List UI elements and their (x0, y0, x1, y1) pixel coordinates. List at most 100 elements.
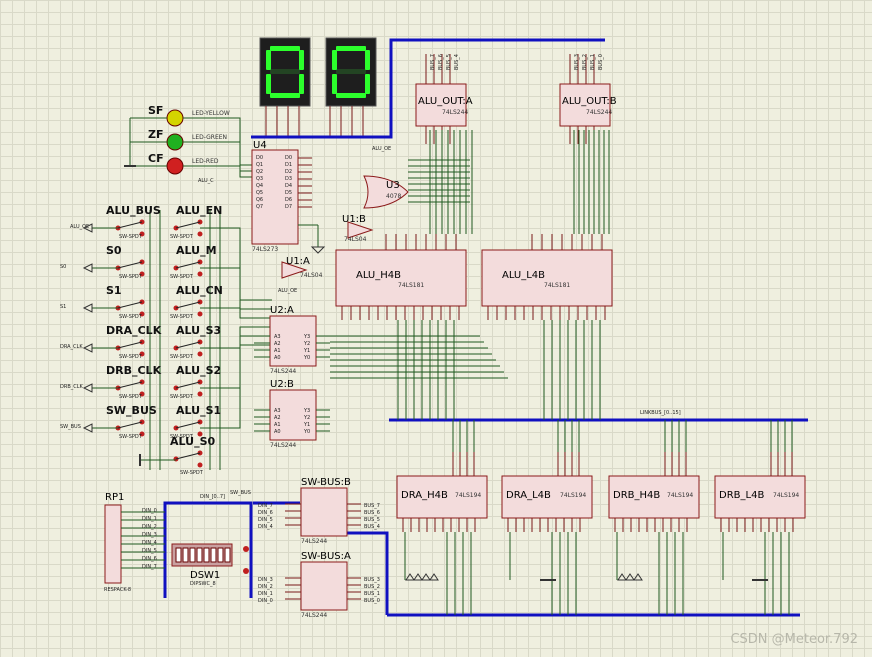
din-pin: DIN_4 (142, 540, 157, 546)
switch-type: SW-SPDT (119, 354, 142, 360)
chip-u3-type: 4078 (386, 193, 402, 200)
switch-2-signal: S1 (60, 304, 67, 310)
led-type: LED-YELLOW (192, 110, 230, 117)
switch-5-signal: SW_BUS (60, 424, 81, 430)
chip-rp1-type: RESPACK-8 (104, 587, 132, 593)
u2b-pin: A2 (274, 415, 281, 421)
segment (332, 74, 337, 94)
switch-contact (139, 231, 145, 237)
u4-pin: D4 (285, 183, 293, 189)
watermark: CSDN @Meteor.792 (730, 632, 858, 647)
chip-u4-type: 74LS273 (252, 246, 279, 253)
chip-u2b-type: 74LS244 (270, 442, 297, 449)
dip-contact (243, 546, 249, 552)
u4-pin: Q3 (256, 176, 264, 182)
u2a-pin: A3 (274, 334, 281, 340)
net-arrow-icon (617, 573, 627, 581)
switch-lever (117, 301, 143, 309)
chip-aluH-name: ALU_H4B (356, 270, 401, 281)
bus-label: BUS_1 (590, 54, 596, 70)
switch-lever (117, 261, 143, 269)
switch-contact (197, 231, 203, 237)
bus-label: BUS_3 (574, 54, 580, 70)
din-bus (163, 501, 253, 598)
net-arrow-icon (82, 423, 93, 433)
switch-type: SW-SPDT (170, 314, 193, 320)
switch-contact (139, 391, 145, 397)
switch-contact (139, 431, 145, 437)
segment (270, 46, 300, 51)
switch-lever (117, 221, 143, 229)
inverter-u1a (281, 261, 308, 279)
chip-u2a (269, 315, 317, 367)
dip-switch-icon (203, 547, 210, 563)
dip-switch-icon (196, 547, 203, 563)
switch-type: SW-SPDT (119, 394, 142, 400)
switch-2-left-label: S1 (106, 284, 122, 297)
switch-3-left-label: DRA_CLK (106, 324, 162, 337)
dip-switch-icon (189, 547, 196, 563)
chip-draL-name: DRA_L4B (506, 490, 551, 501)
din-pin: DIN_6 (142, 556, 157, 562)
u2a-pin: Y2 (304, 341, 311, 347)
segment (266, 74, 271, 94)
switch-1-signal: S0 (60, 264, 67, 270)
inverter-u1b (347, 221, 374, 239)
led-sf-icon (166, 109, 184, 127)
chip-u2a-type: 74LS244 (270, 368, 297, 375)
chip-aluH-type: 74LS181 (398, 282, 425, 289)
dip-switch-icon (224, 547, 231, 563)
dip-switch-icon (182, 547, 189, 563)
u2a-pin: Y3 (304, 334, 311, 340)
switch-lever (175, 341, 201, 349)
switch-lever (175, 221, 201, 229)
switch-type: SW-SPDT (170, 234, 193, 240)
segment (299, 74, 304, 94)
chip-drbH-name: DRB_H4B (613, 490, 661, 501)
chip-aluH (335, 249, 467, 307)
segment (365, 50, 370, 70)
chip-aluoutB-type: 74LS244 (586, 109, 613, 116)
u2b-pin: Y0 (304, 429, 311, 435)
chip-drbL-name: DRB_L4B (719, 490, 765, 501)
net-arrow-icon (421, 573, 431, 581)
segment (332, 50, 337, 70)
net-alu-oe: ALU_OE (372, 146, 392, 152)
chip-aluoutB-name: ALU_OUT:B (562, 96, 617, 107)
din-pin: DIN_2 (258, 584, 273, 590)
chip-u2b (269, 389, 317, 441)
switch-3-signal: DRA_CLK (60, 344, 83, 350)
switch-contact (197, 462, 203, 468)
bus-label: BUS_0 (598, 54, 604, 70)
segment (336, 46, 366, 51)
net-arrow-icon (429, 573, 439, 581)
din-pin: DIN_7 (258, 503, 273, 509)
u2a-pin: A0 (274, 355, 281, 361)
net-sw-bus: SW_BUS (230, 490, 251, 496)
bus-label: BUS_2 (582, 54, 588, 70)
switch-0-signal: ALU_OE (70, 224, 90, 230)
switch-lever (117, 341, 143, 349)
switch-type: SW-SPDT (119, 274, 142, 280)
din-pin: DIN_6 (258, 510, 273, 516)
switch-lever (175, 261, 201, 269)
din-pin: DIN_1 (142, 516, 157, 522)
switch-type: SW-SPDT (170, 354, 193, 360)
switch-type: SW-SPDT (119, 314, 142, 320)
switch-type: SW-SPDT (170, 434, 193, 440)
u2b-pin: A1 (274, 422, 281, 428)
net-linkbus: LINKBUS_[0..15] (640, 410, 681, 416)
u4-pin: Q2 (256, 169, 264, 175)
led-label: CF (148, 152, 164, 165)
chip-aluoutA (415, 83, 467, 127)
switch-lever (175, 381, 201, 389)
net-arrow-icon (82, 223, 93, 233)
net-arrow-icon (405, 573, 415, 581)
chip-swbusB-type: 74LS244 (301, 538, 328, 545)
switch-contact (197, 391, 203, 397)
chip-dsw1-name: DSW1 (190, 570, 221, 581)
chip-drbL-type: 74LS194 (773, 492, 800, 499)
u4-pin: D5 (285, 190, 293, 196)
